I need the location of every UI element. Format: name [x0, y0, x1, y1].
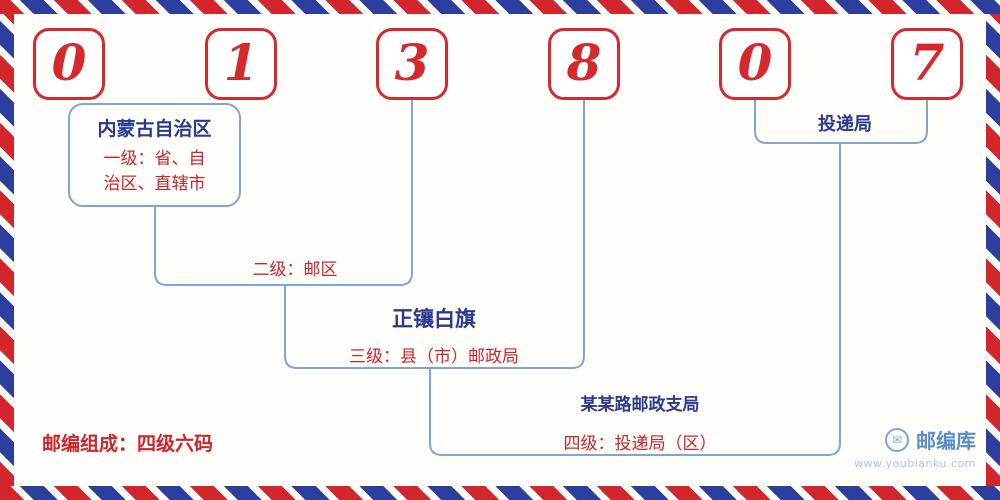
level1-region-name: 内蒙古自治区: [97, 118, 212, 140]
postal-digit-6: 7: [891, 28, 963, 100]
level4-description: 四级：投递局（区）: [563, 434, 717, 454]
level4-region-name: 某某路邮政支局: [580, 395, 700, 415]
airmail-border-top: [0, 0, 1000, 14]
brand-logo[interactable]: ✉ 邮编库: [885, 425, 976, 454]
level1-description: 一级：省、自治区、直辖市: [103, 149, 206, 194]
composition-note: 邮编组成：四级六码: [42, 433, 214, 455]
level4-label: 某某路邮政支局 四级：投递局（区）: [495, 390, 785, 454]
brand-name: 邮编库: [916, 429, 976, 453]
brand-url[interactable]: www.youbianku.com: [854, 457, 976, 470]
airmail-border-left: [0, 14, 14, 486]
postal-digit-1: 0: [33, 28, 105, 100]
level3-description: 三级：县（市）邮政局: [349, 347, 519, 367]
airmail-border-right: [986, 14, 1000, 486]
airmail-border-bottom: [0, 486, 1000, 500]
postal-digit-3: 3: [376, 28, 448, 100]
envelope-icon: ✉: [885, 427, 909, 452]
postal-digit-5: 0: [719, 28, 791, 100]
postal-digit-2: 1: [205, 28, 277, 100]
level2-description: 二级：邮区: [252, 260, 338, 280]
postal-digit-4: 8: [548, 28, 620, 100]
level3-label: 正镶白旗 三级：县（市）邮政局: [304, 303, 564, 367]
delivery-office-label: 投递局: [818, 114, 872, 135]
level3-region-name: 正镶白旗: [392, 307, 476, 331]
level1-label: 内蒙古自治区 一级：省、自治区、直辖市: [69, 114, 240, 196]
